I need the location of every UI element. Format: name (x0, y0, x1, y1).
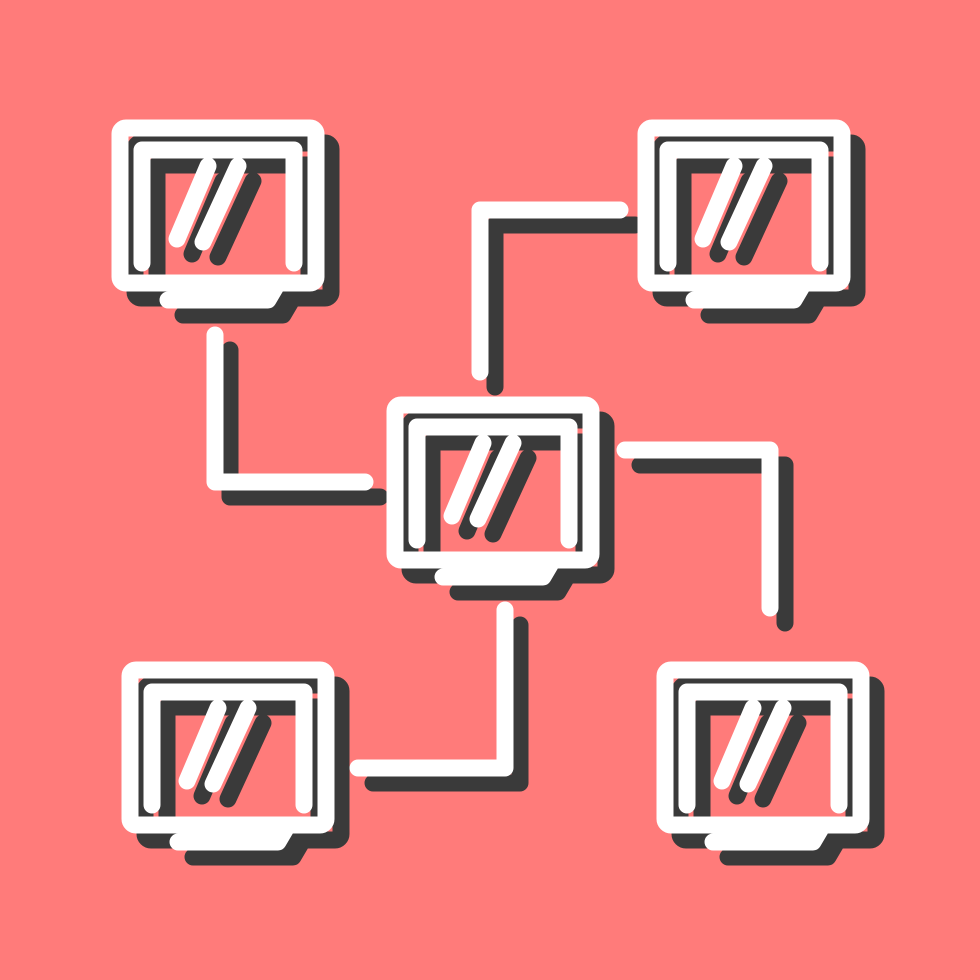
screen-glare-line (168, 157, 217, 248)
monitor-stand (685, 274, 813, 309)
screen-glare-line (484, 449, 537, 543)
screen-glare-line (469, 434, 522, 528)
screen-glare-line (443, 434, 492, 525)
monitor-screen (133, 141, 303, 272)
screen-glare-line (735, 172, 788, 266)
monitor-icon-bottom-right (656, 661, 870, 851)
monitor-stand (434, 551, 562, 586)
screen-glare-line (694, 157, 743, 248)
monitor-screen (659, 141, 829, 272)
connection-line-top-right-to-center (471, 201, 629, 381)
monitor-stand (704, 816, 832, 851)
connection-line-center-to-bottom-left (349, 601, 514, 777)
screen-glare-line (754, 714, 807, 808)
monitor-stand (184, 831, 312, 866)
connection-line-top-left-to-center (206, 326, 374, 491)
connection-line-top-left-to-center (221, 341, 389, 506)
monitor-screen (143, 683, 313, 814)
connection-line-top-right-to-center (486, 216, 644, 396)
monitor-bezel (656, 661, 870, 834)
monitor-stand (700, 289, 828, 324)
monitor-icon-bottom-left (121, 661, 335, 851)
monitor-stand (159, 274, 287, 309)
screen-glare-line (204, 699, 257, 793)
monitor-stand (174, 289, 302, 324)
monitor-screen (408, 418, 578, 549)
connection-line-center-to-bottom-right (631, 456, 794, 632)
screen-glare-line (720, 157, 773, 251)
monitor-screen (678, 683, 848, 814)
monitor-icon-center (386, 396, 600, 586)
monitor-bezel (637, 119, 851, 292)
monitor-stand (719, 831, 847, 866)
stroke-layer (111, 119, 870, 851)
connection-line-center-to-bottom-left (364, 616, 529, 792)
monitor-icon-top-left (111, 119, 325, 309)
monitor-stand (449, 566, 577, 601)
monitor-bezel (121, 661, 335, 834)
screen-glare-line (713, 699, 762, 790)
screen-glare-line (194, 157, 247, 251)
screen-glare-line (209, 172, 262, 266)
screen-glare-line (739, 699, 792, 793)
monitor-stand (169, 816, 297, 851)
monitor-bezel (386, 396, 600, 569)
screen-glare-line (219, 714, 272, 808)
connection-line-center-to-bottom-right (616, 441, 779, 617)
screen-glare-line (178, 699, 227, 790)
monitor-icon-top-right (637, 119, 851, 309)
monitor-bezel (111, 119, 325, 292)
